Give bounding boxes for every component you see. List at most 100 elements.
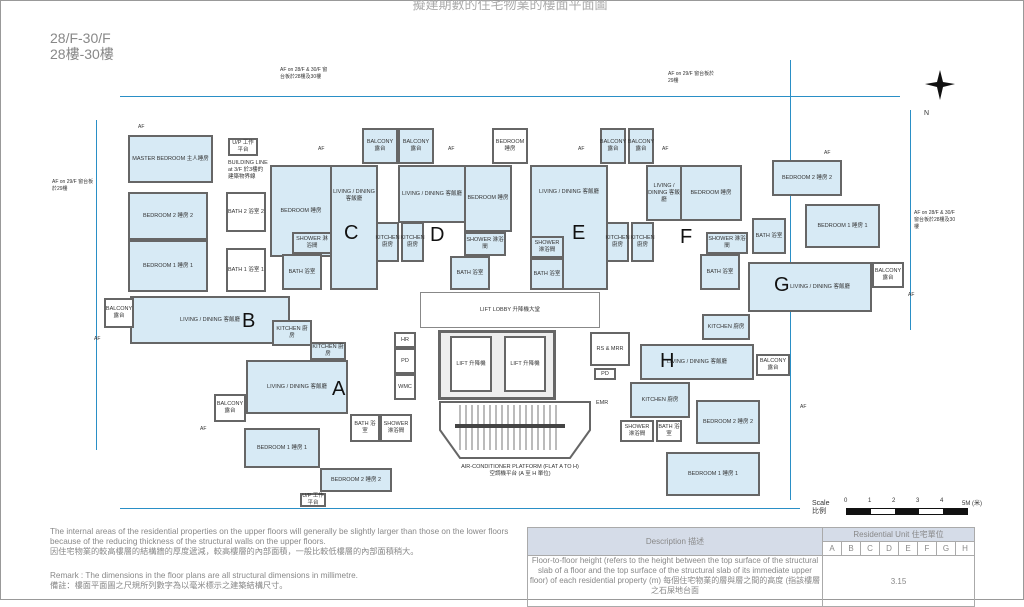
unit-label-e: E xyxy=(572,222,586,244)
af-label: AF xyxy=(578,146,585,152)
room-pd-2: PD xyxy=(594,368,616,380)
af-label: AF xyxy=(448,146,455,152)
room-kitchen-e: KITCHEN 廚房 xyxy=(605,222,630,262)
unit-label-c: C xyxy=(344,222,359,244)
room-shower-d: SHOWER 淋浴間 xyxy=(464,232,506,256)
north-arrow-icon xyxy=(925,70,955,100)
room-bedroom1-h: BEDROOM 1 睡房 1 xyxy=(666,452,760,496)
room-bedroom2-a: BEDROOM 2 睡房 2 xyxy=(320,468,392,492)
af-note: AF on 28/F & 30/F 窗台板於28樓及30樓 xyxy=(280,67,328,80)
af-label: AF xyxy=(94,336,101,342)
scale-label: Scale 比例 xyxy=(812,500,830,515)
room-bath-h: BATH 浴室 xyxy=(656,420,682,442)
af-label: AF xyxy=(908,292,915,298)
floor-height-table: Description 描述 Residential Unit 住宅單位 A B… xyxy=(527,527,975,607)
unit-column-header: D xyxy=(879,541,899,556)
room-bath2-b: BATH 2 浴室 2 xyxy=(226,192,266,232)
unit-label-f: F xyxy=(680,226,693,248)
room-bath-a: BATH 浴室 xyxy=(350,414,380,442)
unit-column-header: B xyxy=(841,541,861,556)
room-bath-f: BATH 浴室 xyxy=(700,254,740,290)
unit-label-h: H xyxy=(660,350,675,372)
lift-2: LIFT 升降機 xyxy=(504,336,546,392)
room-balcony-a: BALCONY 露台 xyxy=(214,394,246,422)
room-kitchen-c: KITCHEN 廚房 xyxy=(375,222,400,262)
room-bedroom2-h: BEDROOM 2 睡房 2 xyxy=(696,400,760,444)
af-label: AF xyxy=(662,146,669,152)
unit-column-header: C xyxy=(860,541,880,556)
room-living-d: LIVING / DINING 客飯廳 xyxy=(398,165,466,223)
room-living-f: LIVING / DINING 客飯廳 xyxy=(646,165,682,221)
notes: The internal areas of the residential pr… xyxy=(50,527,530,605)
room-living-a: LIVING / DINING 客飯廳 xyxy=(246,360,348,414)
room-bath-g: BATH 浴室 xyxy=(752,218,786,254)
scale-tick: 2 xyxy=(892,498,896,504)
af-label: AF xyxy=(318,146,325,152)
room-bedroom1-g: BEDROOM 1 睡房 1 xyxy=(805,204,880,248)
af-note: AF on 29/F 窗台板於29樓 xyxy=(52,179,94,192)
floor-height-value: 3.15 xyxy=(822,555,975,607)
floor-label-zh: 28樓-30樓 xyxy=(50,46,114,62)
floor-height-description: Floor-to-floor height (refers to the hei… xyxy=(527,555,823,607)
unit-column-header: A xyxy=(822,541,842,556)
room-bath-c: BATH 浴室 xyxy=(282,254,322,290)
room-living-b: LIVING / DINING 客飯廳 xyxy=(130,296,290,344)
room-shower-f: SHOWER 淋浴間 xyxy=(706,232,748,254)
af-note: AF on 28/F & 30/F 窗台板於28樓及30樓 xyxy=(914,210,956,230)
dimension-line xyxy=(120,508,800,509)
utility-platform-b: U/P 工作平台 xyxy=(228,138,258,156)
room-bedroom1-b: BEDROOM 1 睡房 1 xyxy=(128,240,208,292)
room-bedroom2-g: BEDROOM 2 睡房 2 xyxy=(772,160,842,196)
room-master-bedroom-b: MASTER BEDROOM 主人睡房 xyxy=(128,135,213,183)
room-balcony-f: BALCONY 露台 xyxy=(628,128,654,164)
room-wmc: WMC xyxy=(394,374,416,400)
room-shower-a: SHOWER 淋浴間 xyxy=(380,414,412,442)
room-shower-c: SHOWER 淋浴間 xyxy=(292,232,332,254)
description-header: Description 描述 xyxy=(527,527,823,556)
scale-tick: 1 xyxy=(868,498,872,504)
room-balcony-b: BALCONY 露台 xyxy=(104,298,134,328)
scale-tick: 5M (米) xyxy=(962,501,982,507)
scale-tick: 4 xyxy=(940,498,944,504)
compass-label: N xyxy=(924,110,930,117)
af-note: AF on 29/F 窗台板於29樓 xyxy=(668,71,715,84)
lift-lobby: LIFT LOBBY 升降機大堂 xyxy=(420,292,600,328)
room-shower-h: SHOWER 淋浴間 xyxy=(620,420,654,442)
scale-tick: 0 xyxy=(844,498,848,504)
room-bedroom-d: BEDROOM 睡房 xyxy=(464,165,512,232)
room-living-g: LIVING / DINING 客飯廳 xyxy=(748,262,872,312)
room-kitchen-h: KITCHEN 廚房 xyxy=(630,382,690,418)
unit-label-a: A xyxy=(332,378,346,400)
unit-column-header: H xyxy=(955,541,975,556)
room-emr: EMR xyxy=(596,400,609,406)
room-bedroom1-a: BEDROOM 1 睡房 1 xyxy=(244,428,320,468)
note-internal-zh: 因住宅物業的較高樓層的結構牆的厚度遞減，較高樓層的內部面積，一般比較低樓層的內部… xyxy=(50,547,419,556)
dimension-line xyxy=(910,110,911,330)
staircase xyxy=(439,401,591,459)
unit-column-header: E xyxy=(898,541,918,556)
room-bedroom2-b: BEDROOM 2 睡房 2 xyxy=(128,192,208,240)
unit-column-header: F xyxy=(917,541,937,556)
note-remark-en: Remark : The dimensions in the floor pla… xyxy=(50,571,358,580)
af-label: AF xyxy=(800,404,807,410)
unit-label-d: D xyxy=(430,224,445,246)
room-bedroom-f: BEDROOM 睡房 xyxy=(680,165,742,221)
room-balcony-h: BALCONY 露台 xyxy=(756,354,790,376)
lift-1: LIFT 升降機 xyxy=(450,336,492,392)
room-kitchen-a: KITCHEN 廚房 xyxy=(310,342,346,360)
room-kitchen-g: KITCHEN 廚房 xyxy=(702,314,750,340)
scale-bar-graphic xyxy=(846,508,968,515)
floor-label: 28/F-30/F 28樓-30樓 xyxy=(50,30,114,62)
dimension-line xyxy=(120,96,900,97)
room-bath-d: BATH 浴室 xyxy=(450,256,490,290)
building-line-label: BUILDING LINE at 3/F 於3樓的建築物界線 xyxy=(228,160,268,180)
ac-platform-label: AIR-CONDITIONER PLATFORM (FLAT A TO H) 空… xyxy=(461,464,579,477)
room-kitchen-f: KITCHEN 廚房 xyxy=(630,222,655,262)
room-kitchen-b: KITCHEN 廚房 xyxy=(272,320,312,346)
scale-tick: 3 xyxy=(916,498,920,504)
dimension-line xyxy=(96,120,97,450)
room-kitchen-d: KITCHEN 廚房 xyxy=(400,222,425,262)
note-remark-zh: 備註：樓面平面圖之尺規所列數字為以毫米標示之建築結構尺寸。 xyxy=(50,581,288,590)
unit-label-g: G xyxy=(774,274,790,296)
note-internal-en: The internal areas of the residential pr… xyxy=(50,527,509,546)
